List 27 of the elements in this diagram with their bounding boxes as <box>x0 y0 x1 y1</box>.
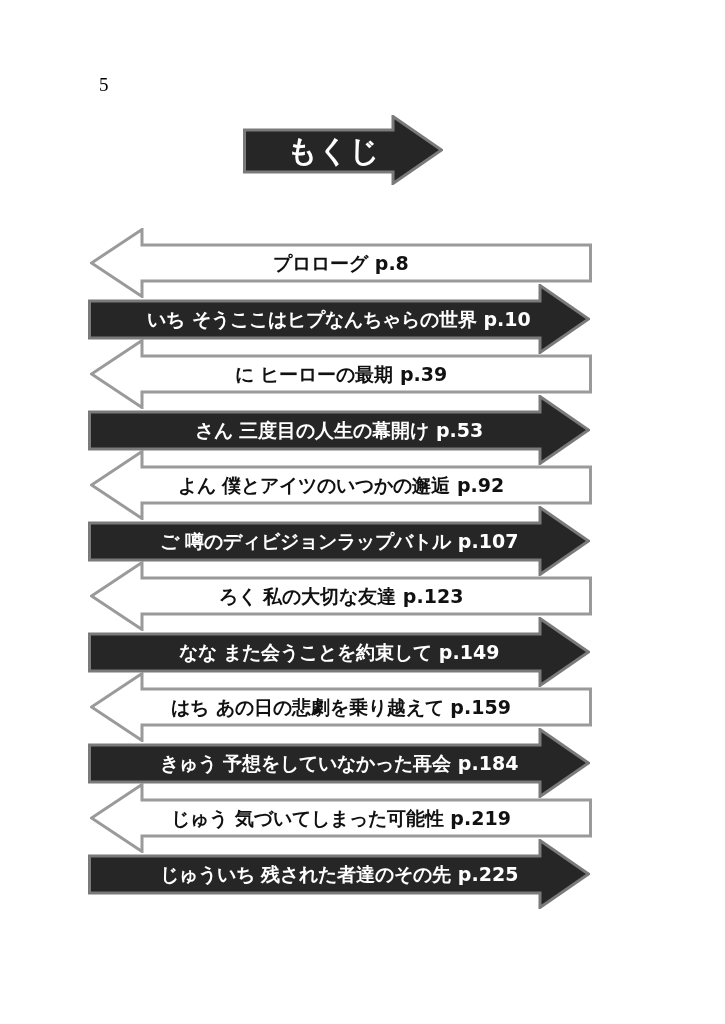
arrow-banner <box>243 115 443 185</box>
chapter-title: さん 三度目の人生の幕開け p.53 <box>193 417 485 443</box>
arrow-banner <box>88 838 590 909</box>
chapter-title: プロローグ p.8 <box>272 251 410 276</box>
arrow-banner <box>90 561 592 631</box>
chapter-title: いち そうここはヒプなんちゃらの世界 p.10 <box>146 306 532 332</box>
chapter-title: に ヒーローの最期 p.39 <box>233 362 449 387</box>
arrow-banner <box>90 339 592 409</box>
chapter-title: じゅう 気づいてしまった可能性 p.219 <box>170 806 512 831</box>
chapter-title: ご 噂のディビジョンラップバトル p.107 <box>158 528 520 554</box>
chapter-title: よん 僕とアイツのいつかの邂逅 p.92 <box>176 473 506 498</box>
chapter-title: なな また会うことを約束して p.149 <box>177 639 501 665</box>
arrow-banner <box>90 450 592 520</box>
arrow-banner <box>90 783 592 853</box>
chapter-title: きゅう 予想をしていなかった再会 p.184 <box>158 750 520 776</box>
arrow-banner <box>88 616 590 687</box>
arrow-banner <box>90 672 592 742</box>
heading-text: もくじ <box>285 132 381 170</box>
page-number: 5 <box>99 74 109 96</box>
chapter-title: じゅういち 残された者達のその先 p.225 <box>158 861 520 887</box>
arrow-banner <box>88 505 590 576</box>
arrow-banner <box>88 394 590 465</box>
arrow-banner <box>88 283 590 354</box>
chapter-title: はち あの日の悲劇を乗り越えて p.159 <box>170 695 512 720</box>
chapter-title: ろく 私の大切な友達 p.123 <box>217 584 465 609</box>
arrow-banner <box>90 228 592 298</box>
arrow-banner <box>88 727 590 798</box>
